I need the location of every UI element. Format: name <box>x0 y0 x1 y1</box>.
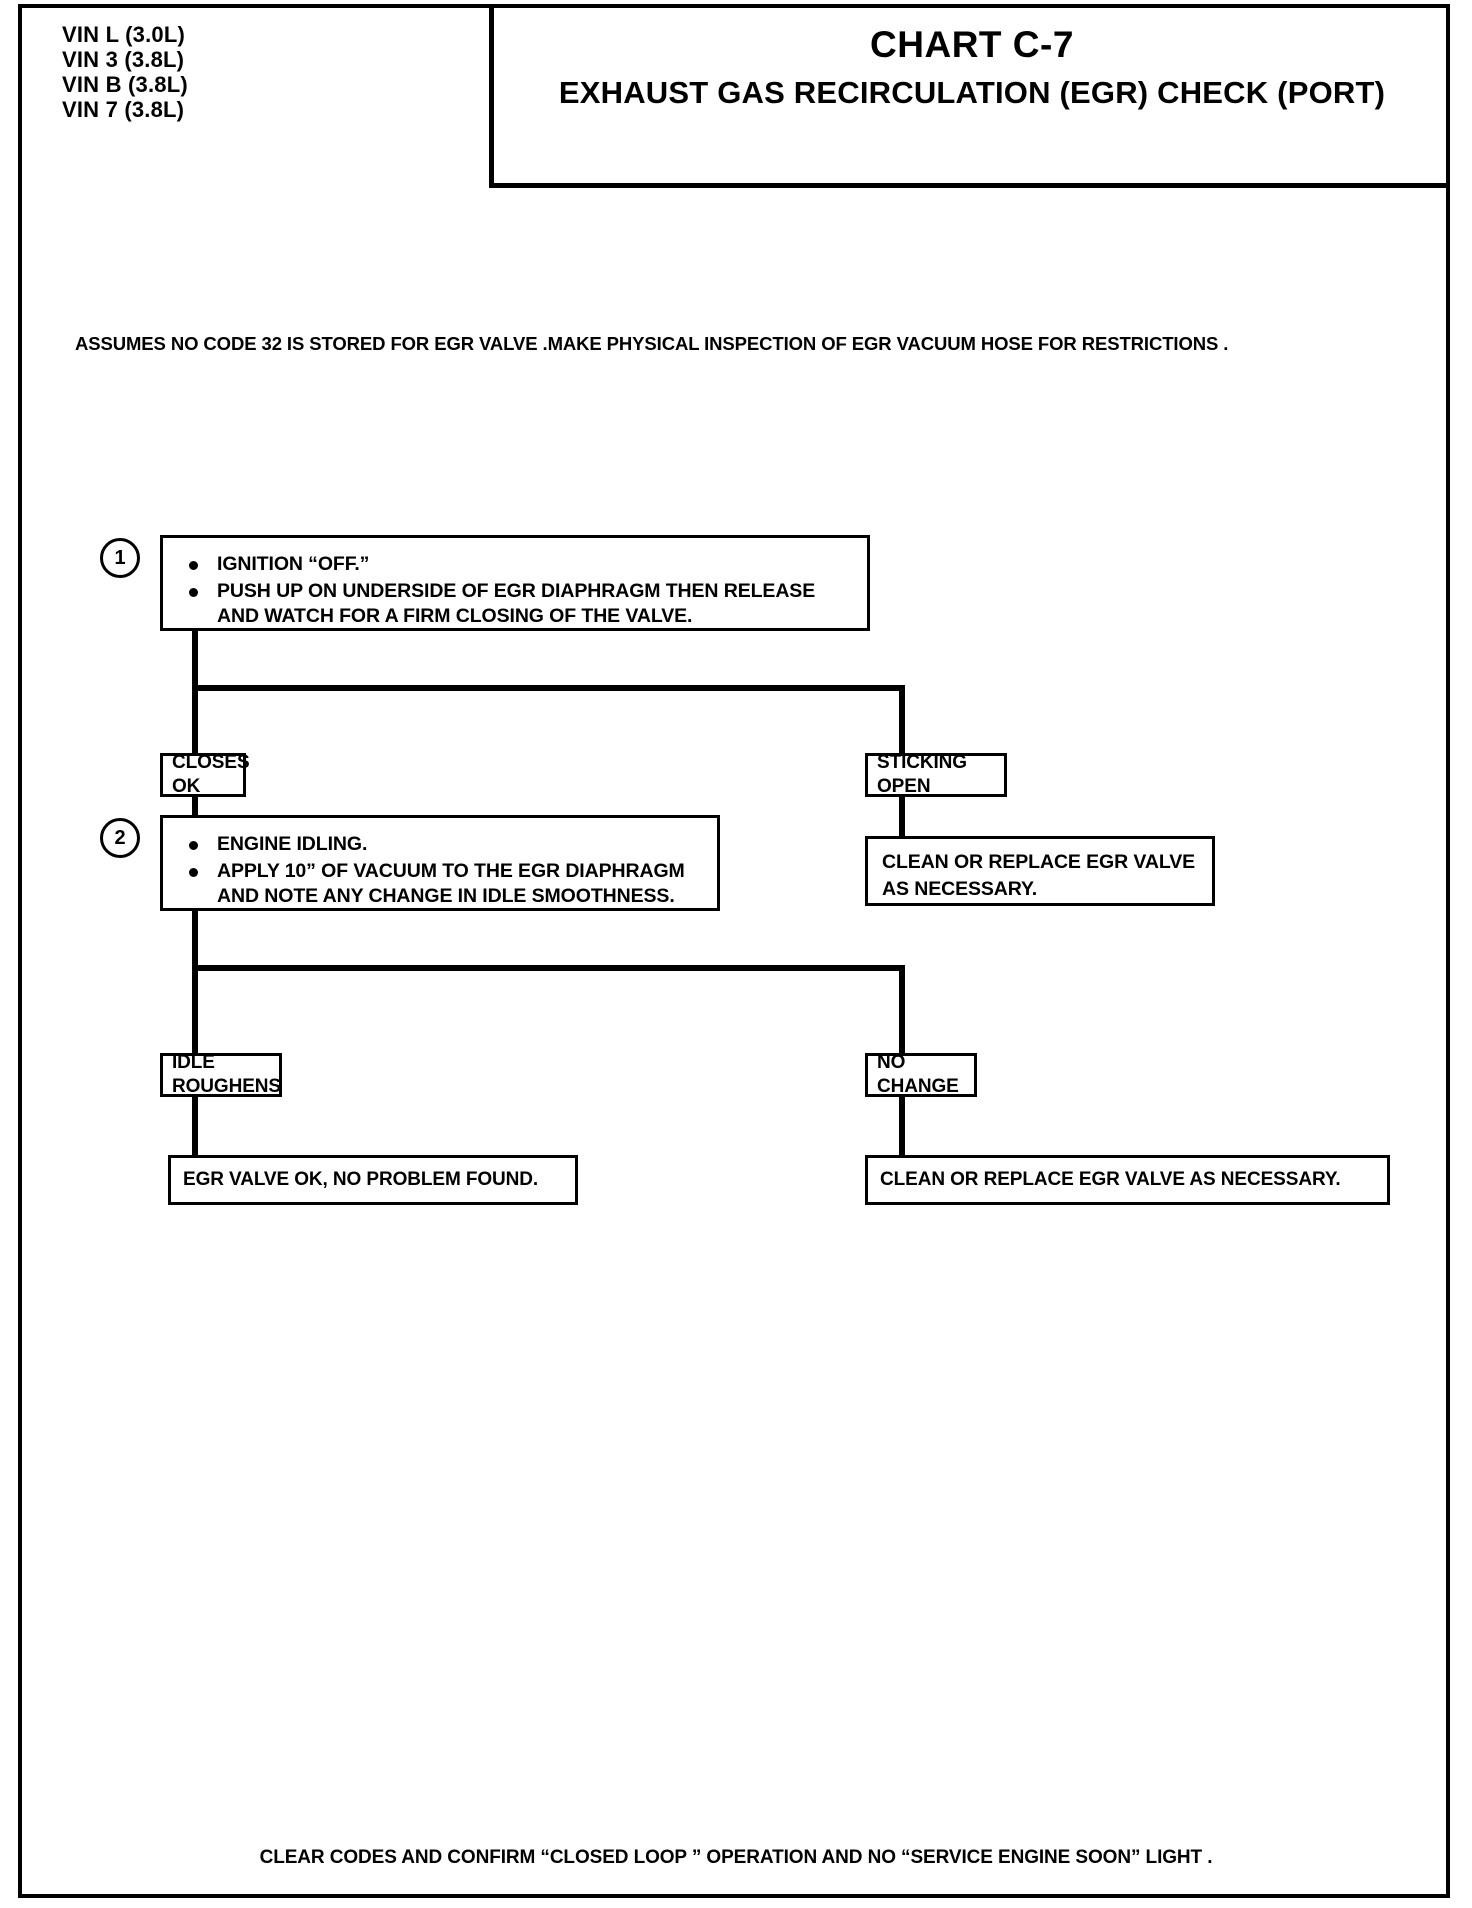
action-clean-or-replace-sticking-text: CLEAN OR REPLACE EGR VALVE AS NECESSARY. <box>882 851 1196 900</box>
result-egr-valve-ok-text: EGR VALVE OK, NO PROBLEM FOUND. <box>183 1169 539 1190</box>
result-egr-valve-ok: EGR VALVE OK, NO PROBLEM FOUND. <box>168 1155 578 1205</box>
connector-to-idle-roughens <box>192 965 198 1055</box>
action-clean-or-replace-no-change-text: CLEAN OR REPLACE EGR VALVE AS NECESSARY. <box>880 1169 1341 1190</box>
branch-idle-roughens: IDLE ROUGHENS <box>160 1052 282 1097</box>
branch-idle-roughens-label: IDLE ROUGHENS <box>172 1052 281 1097</box>
vin-applicability-list: VIN L (3.0L) VIN 3 (3.8L) VIN B (3.8L) V… <box>62 22 442 122</box>
connector-to-closes-ok <box>192 685 198 755</box>
step-number-1: 1 <box>100 538 140 578</box>
vin-line: VIN B (3.8L) <box>62 72 188 97</box>
step-2-bullet-text: ENGINE IDLING. <box>217 833 368 855</box>
chart-title-box: CHART C-7 EXHAUST GAS RECIRCULATION (EGR… <box>489 4 1450 188</box>
connector-to-sticking-open <box>899 685 905 755</box>
action-clean-or-replace-sticking: CLEAN OR REPLACE EGR VALVE AS NECESSARY. <box>865 836 1215 906</box>
bullet-dot-icon <box>189 561 198 570</box>
branch-no-change-label: NO CHANGE <box>877 1052 959 1097</box>
chart-title: EXHAUST GAS RECIRCULATION (EGR) CHECK (P… <box>558 75 1386 110</box>
step-1-box: IGNITION “OFF.” PUSH UP ON UNDERSIDE OF … <box>160 535 870 631</box>
step-1-bullet: PUSH UP ON UNDERSIDE OF EGR DIAPHRAGM TH… <box>185 579 857 629</box>
step-1-bullet-text: PUSH UP ON UNDERSIDE OF EGR DIAPHRAGM TH… <box>217 580 816 627</box>
connector-idle-roughens-to-result <box>192 1097 198 1157</box>
connector-step2-bus <box>192 965 905 971</box>
step-2-box: ENGINE IDLING. APPLY 10” OF VACUUM TO TH… <box>160 815 720 911</box>
connector-to-no-change <box>899 965 905 1055</box>
connector-step1-bus <box>192 685 905 691</box>
branch-no-change: NO CHANGE <box>865 1052 977 1097</box>
bullet-dot-icon <box>189 868 198 877</box>
page-border <box>18 4 1450 1898</box>
action-clean-or-replace-no-change: CLEAN OR REPLACE EGR VALVE AS NECESSARY. <box>865 1155 1390 1205</box>
step-number-2: 2 <box>100 818 140 858</box>
branch-closes-ok: CLOSES OK <box>160 752 250 797</box>
vin-line: VIN 7 (3.8L) <box>62 97 185 122</box>
branch-sticking-open-label: STICKING OPEN <box>877 752 967 797</box>
step-2-bullet: ENGINE IDLING. <box>185 832 707 857</box>
connector-sticking-open-to-action <box>899 797 905 839</box>
branch-closes-ok-label: CLOSES OK <box>172 752 250 797</box>
assumption-note: ASSUMES NO CODE 32 IS STORED FOR EGR VAL… <box>75 333 1229 354</box>
vin-line: VIN L (3.0L) <box>62 22 186 47</box>
step-1-bullet: IGNITION “OFF.” <box>185 552 857 577</box>
bullet-dot-icon <box>189 588 198 597</box>
vin-line: VIN 3 (3.8L) <box>62 47 185 72</box>
connector-step2-down <box>192 911 198 971</box>
step-2-bullet-text: APPLY 10” OF VACUUM TO THE EGR DIAPHRAGM… <box>217 860 685 907</box>
step-1-bullet-text: IGNITION “OFF.” <box>217 553 370 575</box>
branch-sticking-open: STICKING OPEN <box>865 752 1007 797</box>
chart-number: CHART C-7 <box>870 24 1074 65</box>
connector-no-change-to-action <box>899 1097 905 1157</box>
footer-note: CLEAR CODES AND CONFIRM “CLOSED LOOP ” O… <box>259 1847 1213 1868</box>
connector-step1-down <box>192 631 198 691</box>
bullet-dot-icon <box>189 841 198 850</box>
step-2-bullet: APPLY 10” OF VACUUM TO THE EGR DIAPHRAGM… <box>185 859 707 909</box>
